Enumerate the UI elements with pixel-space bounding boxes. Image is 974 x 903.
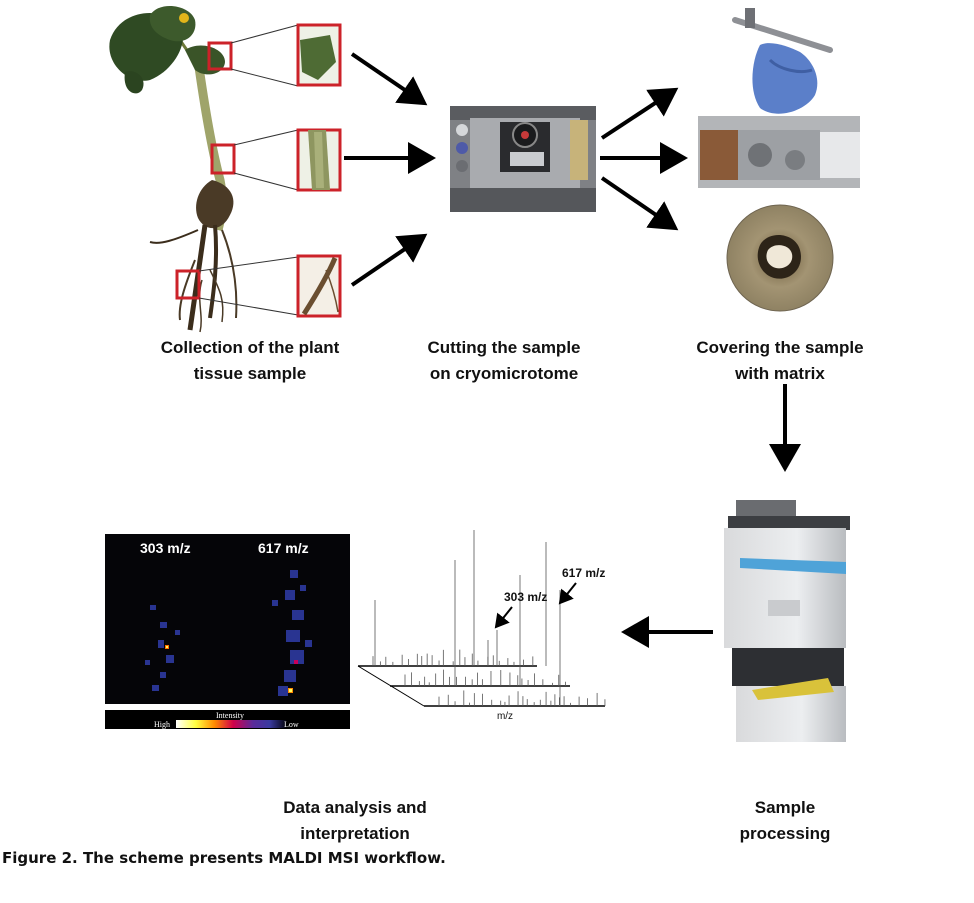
spectrum-peak-label-303: 303 m/z bbox=[504, 590, 547, 604]
colorbar-low-label: Low bbox=[284, 720, 299, 729]
leaf-zoom-inset bbox=[296, 23, 342, 87]
leaf-selection-box bbox=[207, 41, 233, 71]
root-zoom-inset bbox=[296, 254, 342, 318]
arrow-cutting-to-spraying bbox=[600, 87, 679, 140]
step-label-cutting: Cutting the sample on cryomicrotome bbox=[427, 338, 581, 383]
colorbar-high-label: High bbox=[154, 720, 170, 729]
spectrum-peak-label-617: 617 m/z bbox=[562, 566, 605, 580]
mass-spectra-stack bbox=[357, 530, 606, 707]
plant-specimen-image bbox=[109, 5, 238, 333]
matrix-coated-sample-image bbox=[726, 204, 834, 312]
workflow-arrows bbox=[344, 52, 801, 648]
cryomicrotome-image bbox=[450, 106, 596, 212]
peak-617-pointer-arrow bbox=[558, 582, 577, 605]
intensity-colorbar bbox=[105, 710, 350, 729]
step-label-covering: Covering the sample with matrix bbox=[696, 338, 864, 383]
step-label-collection: Collection of the plant tissue sample bbox=[160, 338, 340, 383]
stem-zoom-inset bbox=[296, 128, 342, 192]
step-label-processing: Sample processing bbox=[739, 798, 831, 843]
root-selection-box bbox=[175, 269, 201, 300]
zoom-connector-lines bbox=[198, 24, 299, 316]
step-label-analysis: Data analysis and interpretation bbox=[283, 798, 427, 843]
glass-slide-holder-image bbox=[698, 116, 860, 188]
arrow-leaf-to-cutting bbox=[350, 52, 428, 106]
msi-label-303: 303 m/z bbox=[140, 540, 191, 556]
arrow-cutting-to-coated bbox=[600, 176, 679, 231]
stem-selection-box bbox=[210, 143, 236, 175]
airbrush-sprayer-image bbox=[732, 8, 833, 114]
spectrum-axis-label: m/z bbox=[497, 711, 513, 722]
msi-label-617: 617 m/z bbox=[258, 540, 309, 556]
figure-caption: Figure 2. The scheme presents MALDI MSI … bbox=[2, 849, 446, 867]
maldi-instrument-image bbox=[724, 500, 850, 742]
arrow-root-to-cutting bbox=[350, 233, 428, 287]
peak-303-pointer-arrow bbox=[494, 606, 513, 629]
colorbar-title: Intensity bbox=[216, 711, 244, 720]
msi-ion-image bbox=[105, 534, 350, 704]
